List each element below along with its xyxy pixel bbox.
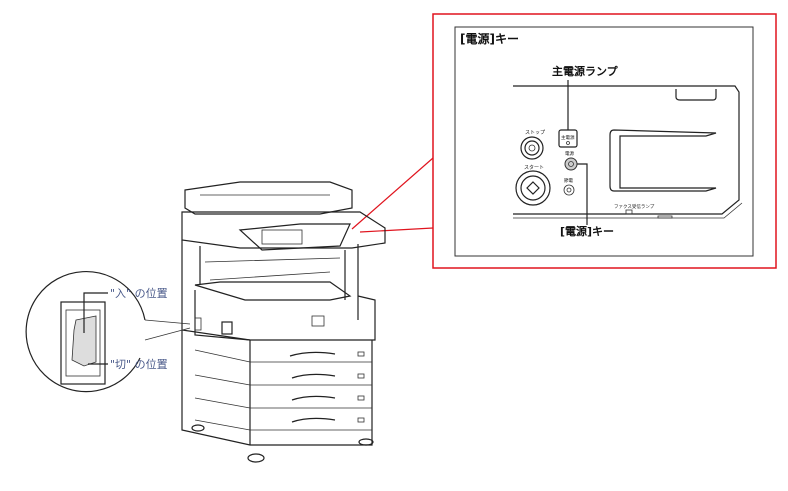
- copier-illustration: [181, 181, 386, 463]
- callout-red-frame: [432, 13, 777, 269]
- fax-lamp-label: ファクス受信ランプ: [614, 203, 655, 210]
- power-key-label: [電源]キー: [560, 224, 614, 238]
- on-position-label: "入" の位置: [110, 286, 168, 300]
- callout-pointer-line: [359, 227, 434, 233]
- main-power-lamp-label: 主電源ランプ: [552, 64, 619, 78]
- main-power-indicator-label: 主電源: [561, 134, 575, 141]
- control-panel-closeup: [513, 80, 743, 225]
- stop-button-label: ストップ: [525, 130, 545, 136]
- callout-title: [電源]キー: [460, 31, 519, 46]
- start-button-label: スタート: [524, 164, 544, 171]
- power-button-label: 電源: [565, 150, 574, 157]
- off-position-label: "切" の位置: [110, 357, 168, 371]
- energy-save-button-label: 節電: [564, 177, 573, 184]
- callout-pointer-line: [351, 157, 434, 230]
- power-switch-closeup: [25, 270, 191, 393]
- callout-inner-frame: [454, 26, 754, 257]
